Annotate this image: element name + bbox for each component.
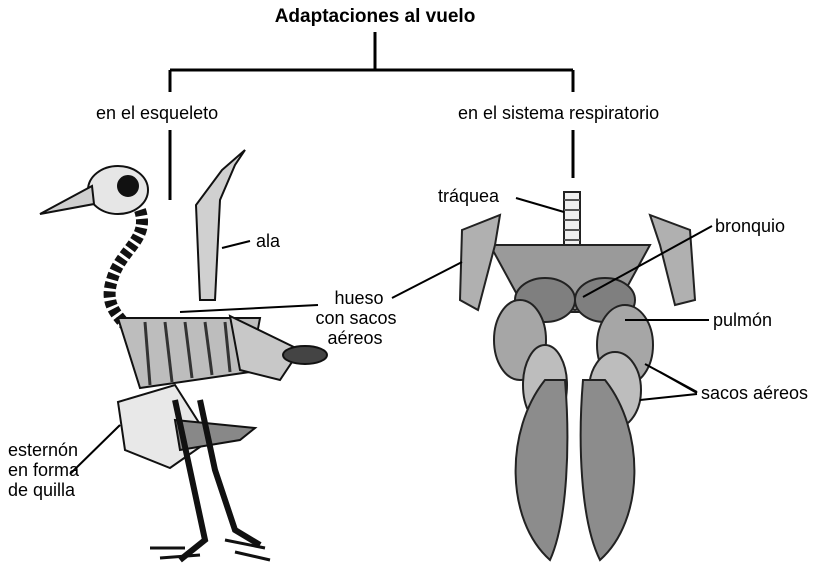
bird-skeleton-illustration <box>40 150 327 560</box>
label-pulmon: pulmón <box>713 310 772 331</box>
label-sacos-aereos: sacos aéreos <box>701 383 808 404</box>
neck <box>110 210 142 325</box>
label-esternon-line3: de quilla <box>8 480 75 501</box>
leg-right <box>200 400 260 545</box>
beak <box>40 186 94 214</box>
diagram-title: Adaptaciones al vuelo <box>0 6 750 28</box>
label-ala: ala <box>256 231 280 252</box>
label-hueso-line2: con sacos <box>306 308 406 329</box>
label-traquea: tráquea <box>438 186 499 207</box>
label-bronquio: bronquio <box>715 216 785 237</box>
label-esternon-line1: esternón <box>8 440 78 461</box>
left-arm-sac <box>460 215 500 310</box>
respiratory-system-illustration <box>460 192 695 560</box>
branch-skeleton-label: en el esqueleto <box>96 103 218 124</box>
label-hueso-line1: hueso <box>318 288 400 309</box>
eye-socket <box>118 176 138 196</box>
right-arm-sac <box>650 215 695 305</box>
label-esternon-line2: en forma <box>8 460 79 481</box>
branch-respiratory-label: en el sistema respiratorio <box>458 103 659 124</box>
wing <box>196 150 245 300</box>
abdominal-sac-left <box>516 380 568 560</box>
label-hueso-line3: aéreos <box>310 328 400 349</box>
